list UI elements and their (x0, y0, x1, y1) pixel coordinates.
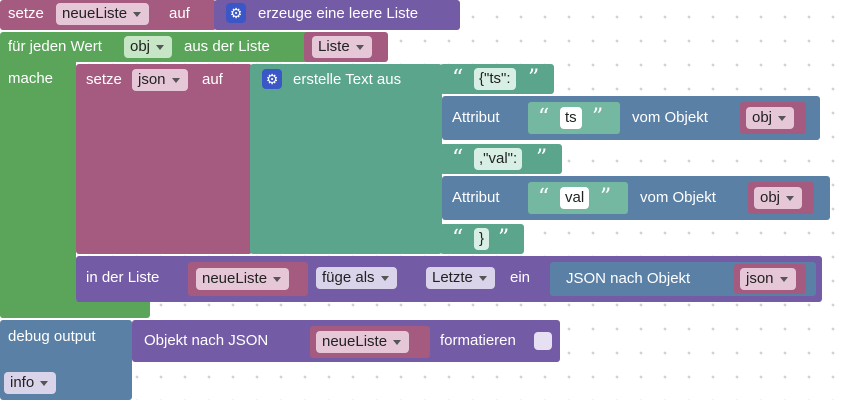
insert-position-dropdown[interactable]: Letzte (426, 267, 495, 289)
debug-output-block[interactable]: debug output info (0, 320, 132, 400)
list-variable-dropdown[interactable]: neueListe (316, 331, 410, 353)
object-variable-dropdown[interactable]: obj (746, 107, 795, 129)
set-list-variable-dropdown[interactable]: neueListe (56, 3, 150, 25)
loop-variable-dropdown[interactable]: obj (124, 36, 173, 58)
object-variable-dropdown[interactable]: obj (754, 187, 803, 209)
attribute-name-text-block[interactable]: “ ts ” (528, 102, 620, 134)
quote-close-icon: ” (592, 105, 604, 130)
object-variable-block[interactable]: obj (748, 182, 814, 214)
quote-close-icon: ” (498, 226, 510, 251)
create-text-block[interactable]: ⚙ erstelle Text aus (250, 64, 442, 254)
text-literal-block[interactable]: “ {"ts": ” (440, 64, 554, 94)
insert-label: ein (510, 269, 531, 286)
quote-open-icon: “ (538, 105, 550, 130)
create-text-label: erstelle Text aus (293, 71, 402, 88)
set-json-block[interactable]: setze json auf (76, 64, 252, 254)
quote-close-icon: ” (536, 146, 548, 171)
text-literal-field[interactable]: } (474, 228, 490, 250)
set-to-label: auf (169, 5, 190, 22)
quote-close-icon: ” (600, 185, 612, 210)
object-variable-block[interactable]: obj (740, 102, 806, 134)
quote-open-icon: “ (452, 146, 464, 171)
log-level-dropdown[interactable]: info (4, 372, 57, 394)
quote-open-icon: “ (538, 185, 550, 210)
of-object-label: vom Objekt (632, 109, 708, 126)
quote-open-icon: “ (452, 226, 464, 251)
quote-open-icon: “ (452, 66, 464, 91)
format-checkbox[interactable] (534, 332, 552, 350)
gear-icon[interactable]: ⚙ (226, 3, 246, 23)
of-object-label: vom Objekt (640, 189, 716, 206)
set-label: setze (8, 5, 44, 22)
json-variable-dropdown[interactable]: json (132, 69, 188, 91)
do-label: mache (8, 70, 54, 87)
set-to-label: auf (202, 71, 223, 88)
attribute-name-field[interactable]: ts (560, 107, 582, 129)
attribute-label: Attribut (452, 109, 500, 126)
json-variable-dropdown[interactable]: json (740, 268, 796, 290)
set-label: setze (86, 71, 122, 88)
loop-bottom-arm (0, 300, 150, 318)
attribute-label: Attribut (452, 189, 500, 206)
gear-icon[interactable]: ⚙ (262, 69, 282, 89)
json-variable-block[interactable]: json (734, 264, 806, 294)
create-empty-list-block[interactable]: ⚙ erzeuge eine leere Liste (214, 0, 460, 30)
json-to-object-label: JSON nach Objekt (566, 270, 691, 287)
list-variable-dropdown[interactable]: Liste (312, 36, 372, 58)
text-literal-field[interactable]: ,"val": (474, 148, 523, 170)
create-empty-list-label: erzeuge eine leere Liste (258, 5, 419, 22)
in-list-label: in der Liste (86, 269, 160, 286)
for-each-label: für jeden Wert (8, 38, 102, 55)
set-list-block[interactable]: setze neueListe auf (0, 0, 216, 30)
loop-body-rail: mache (0, 60, 76, 318)
list-variable-block[interactable]: neueListe (188, 262, 308, 296)
list-variable-dropdown[interactable]: neueListe (196, 268, 290, 290)
quote-close-icon: ” (528, 66, 540, 91)
format-label: formatieren (440, 332, 516, 349)
object-to-json-label: Objekt nach JSON (144, 332, 269, 349)
text-literal-block[interactable]: “ } ” (440, 224, 524, 254)
list-variable-block[interactable]: neueListe (310, 326, 430, 358)
attribute-name-field[interactable]: val (560, 187, 590, 209)
insert-mode-dropdown[interactable]: füge als (316, 267, 397, 289)
attribute-name-text-block[interactable]: “ val ” (528, 182, 628, 214)
text-literal-block[interactable]: “ ,"val": ” (440, 144, 562, 174)
debug-output-label: debug output (8, 328, 96, 345)
from-list-label: aus der Liste (184, 38, 270, 55)
for-each-loop-block[interactable]: für jeden Wert obj aus der Liste (0, 32, 310, 62)
text-literal-field[interactable]: {"ts": (474, 68, 516, 90)
list-variable-block[interactable]: Liste (304, 32, 388, 62)
